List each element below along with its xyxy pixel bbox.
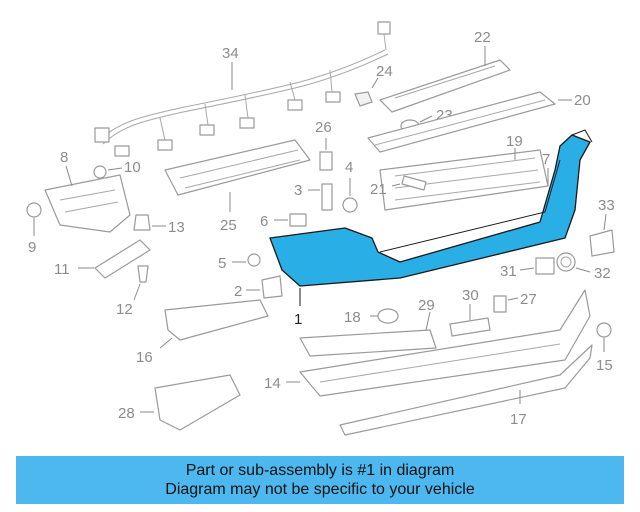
callout-31: 31 bbox=[500, 263, 517, 280]
leader-31 bbox=[519, 267, 535, 271]
callout-29: 29 bbox=[418, 297, 435, 314]
callout-19: 19 bbox=[506, 133, 523, 150]
part-15-screw[interactable] bbox=[596, 322, 612, 338]
callout-32: 32 bbox=[594, 265, 611, 282]
part-28-corner-bracket[interactable] bbox=[154, 374, 241, 431]
part-21-bolt[interactable] bbox=[401, 175, 427, 191]
leader-23 bbox=[419, 115, 433, 123]
callout-10: 10 bbox=[124, 159, 141, 176]
callout-13: 13 bbox=[168, 219, 185, 236]
part-20-reinforcement-beam[interactable] bbox=[367, 91, 556, 153]
callout-7: 7 bbox=[542, 151, 550, 168]
callout-3: 3 bbox=[294, 182, 302, 199]
part-24-clip[interactable] bbox=[354, 91, 373, 107]
part-6-bushing[interactable] bbox=[289, 213, 307, 227]
callout-4: 4 bbox=[345, 159, 353, 176]
part-31-sensor-housing[interactable] bbox=[535, 257, 555, 275]
leader-27 bbox=[507, 297, 519, 301]
part-1-bumper-cover[interactable] bbox=[269, 129, 593, 287]
callout-20: 20 bbox=[574, 92, 591, 109]
callout-16: 16 bbox=[136, 349, 153, 366]
leader-12 bbox=[133, 283, 141, 301]
part-8-side-bracket[interactable] bbox=[44, 174, 131, 233]
part-10-screw[interactable] bbox=[93, 165, 107, 179]
callout-15: 15 bbox=[596, 357, 613, 374]
part-9-screw[interactable] bbox=[26, 202, 42, 218]
leader-16 bbox=[159, 337, 173, 349]
part-33-sensor-bracket[interactable] bbox=[589, 229, 615, 257]
callout-27: 27 bbox=[520, 291, 537, 308]
part-13-clip[interactable] bbox=[133, 214, 151, 231]
leader-33 bbox=[603, 213, 607, 231]
callout-12: 12 bbox=[116, 301, 133, 318]
part-26-nut[interactable] bbox=[319, 151, 333, 171]
banner-line-1: Part or sub-assembly is #1 in diagram bbox=[185, 462, 455, 479]
part-29-trim-panel[interactable] bbox=[299, 329, 437, 357]
part-30-reflector[interactable] bbox=[449, 317, 491, 337]
leader-8 bbox=[65, 165, 73, 187]
part-4-screw[interactable] bbox=[342, 197, 358, 213]
part-34-wiring-harness[interactable] bbox=[94, 21, 391, 157]
callout-28: 28 bbox=[118, 405, 135, 422]
callout-34: 34 bbox=[222, 45, 239, 62]
part-16-lower-bracket[interactable] bbox=[164, 299, 269, 341]
callout-5: 5 bbox=[218, 255, 226, 272]
leader-21 bbox=[391, 183, 401, 187]
part-2-bracket[interactable] bbox=[261, 275, 283, 299]
callout-9: 9 bbox=[28, 239, 36, 256]
leader-29 bbox=[425, 311, 431, 331]
part-17-diffuser[interactable] bbox=[339, 344, 593, 436]
banner-line-2: Diagram may not be specific to your vehi… bbox=[165, 481, 475, 498]
part-18-retainer[interactable] bbox=[377, 308, 399, 324]
part-32-sensor-ring[interactable] bbox=[556, 252, 576, 272]
info-banner: Part or sub-assembly is #1 in diagram Di… bbox=[16, 456, 624, 504]
part-12-push-pin[interactable] bbox=[137, 265, 149, 283]
part-27-clip[interactable] bbox=[493, 295, 507, 313]
callout-18: 18 bbox=[344, 309, 361, 326]
leader-10 bbox=[107, 167, 123, 171]
callout-25: 25 bbox=[220, 217, 237, 234]
part-14-lower-valance[interactable] bbox=[299, 289, 591, 397]
part-11-side-support[interactable] bbox=[94, 239, 151, 279]
callout-14: 14 bbox=[264, 375, 281, 392]
callout-8: 8 bbox=[60, 149, 68, 166]
part-3-retainer[interactable] bbox=[321, 183, 333, 211]
part-5-screw[interactable] bbox=[247, 253, 261, 267]
callout-17: 17 bbox=[510, 411, 527, 428]
callout-33: 33 bbox=[598, 197, 615, 214]
callout-2: 2 bbox=[234, 283, 242, 300]
part-25-center-panel[interactable] bbox=[164, 139, 311, 196]
callout-30: 30 bbox=[462, 287, 479, 304]
leader-32 bbox=[575, 267, 591, 273]
callout-1: 1 bbox=[294, 311, 302, 328]
callout-22: 22 bbox=[474, 29, 491, 46]
leader-24 bbox=[371, 77, 379, 89]
callout-6: 6 bbox=[260, 213, 268, 230]
callout-24: 24 bbox=[376, 63, 393, 80]
callout-21: 21 bbox=[370, 181, 387, 198]
callout-11: 11 bbox=[54, 261, 70, 278]
part-22-bracket[interactable] bbox=[379, 59, 511, 113]
callout-26: 26 bbox=[315, 119, 332, 136]
